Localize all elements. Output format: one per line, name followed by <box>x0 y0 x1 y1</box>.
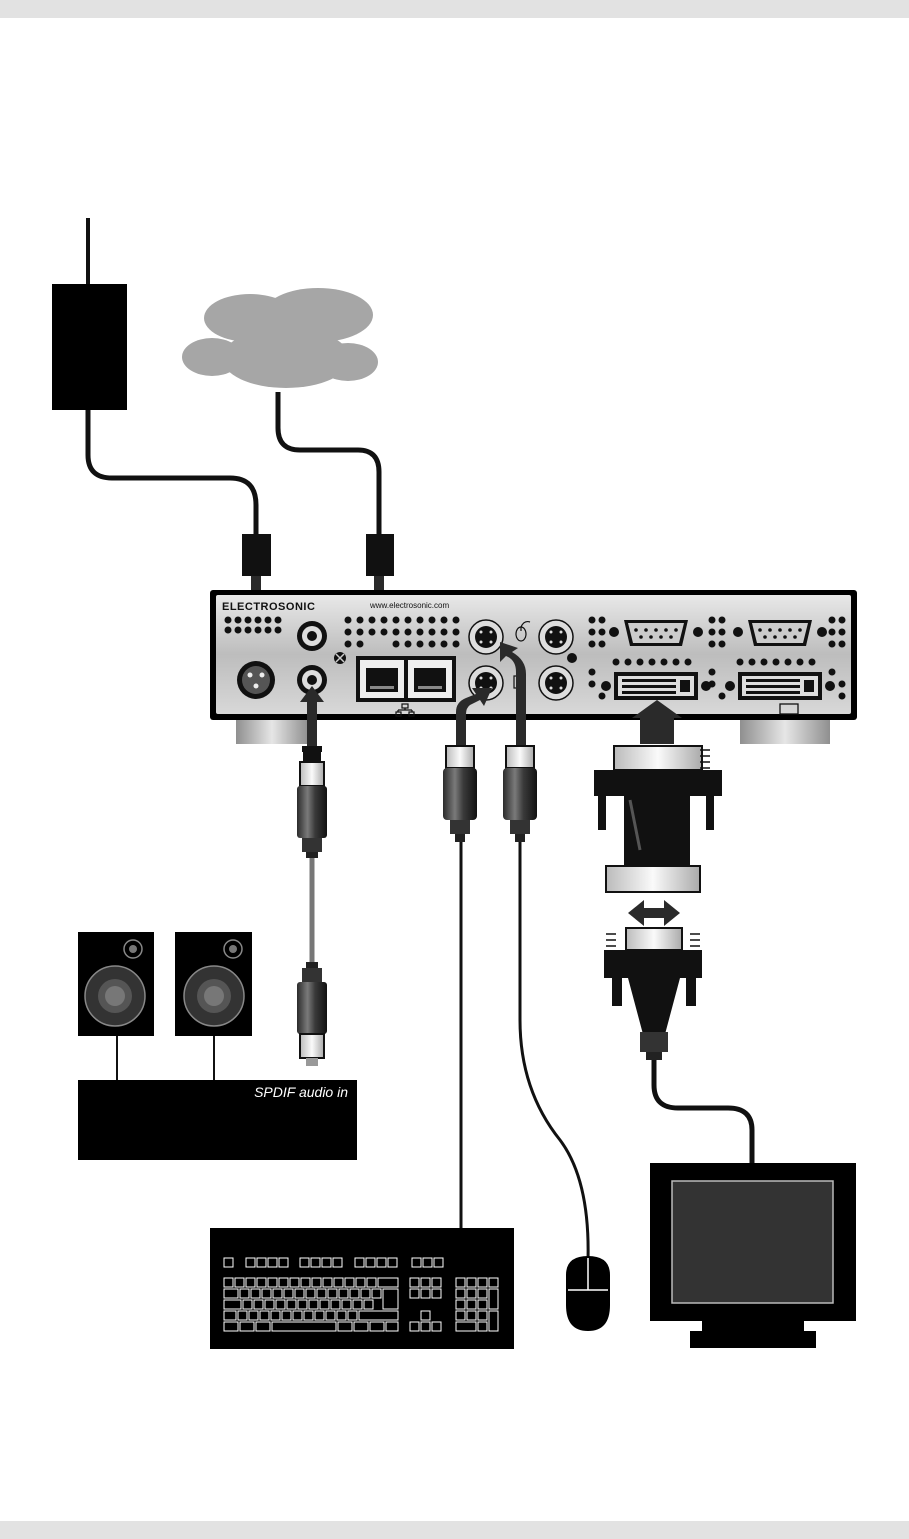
power-socket <box>237 661 275 699</box>
rca-jack-top <box>297 621 327 651</box>
dvi-port-2 <box>725 672 835 700</box>
network-plug <box>366 534 394 576</box>
amplifier-input-label: SPDIF audio in <box>254 1084 348 1100</box>
rca-plug-bottom <box>297 962 327 1066</box>
ps2-plug-keyboard <box>443 746 477 842</box>
power-plug <box>242 534 271 576</box>
monitor <box>650 1163 856 1348</box>
panel-screw <box>334 652 346 664</box>
monitor-cable <box>654 1060 752 1164</box>
dvi-port-1 <box>601 672 711 700</box>
device-url: www.electrosonic.com <box>369 601 449 610</box>
mouse-cable <box>520 842 588 1260</box>
mouse <box>566 1256 610 1331</box>
double-arrow <box>628 900 680 926</box>
ethernet-ports <box>356 656 456 702</box>
dvi-plug-upper <box>594 746 722 892</box>
rca-plug-top <box>297 746 327 858</box>
keyboard <box>210 1228 514 1349</box>
power-cable <box>88 410 256 535</box>
device-foot-right <box>740 718 830 744</box>
speaker-wires <box>117 1036 214 1080</box>
ps2-plug-mouse <box>503 746 537 842</box>
panel-screw-2 <box>567 653 577 663</box>
device-brand: ELECTROSONIC <box>222 601 315 613</box>
network-cloud <box>182 288 378 388</box>
speaker-left <box>78 932 154 1036</box>
speaker-right <box>175 932 252 1036</box>
vga-plug-lower <box>604 928 702 1060</box>
power-adapter <box>52 218 127 410</box>
device-foot-left <box>236 718 308 744</box>
network-cable <box>278 392 379 535</box>
